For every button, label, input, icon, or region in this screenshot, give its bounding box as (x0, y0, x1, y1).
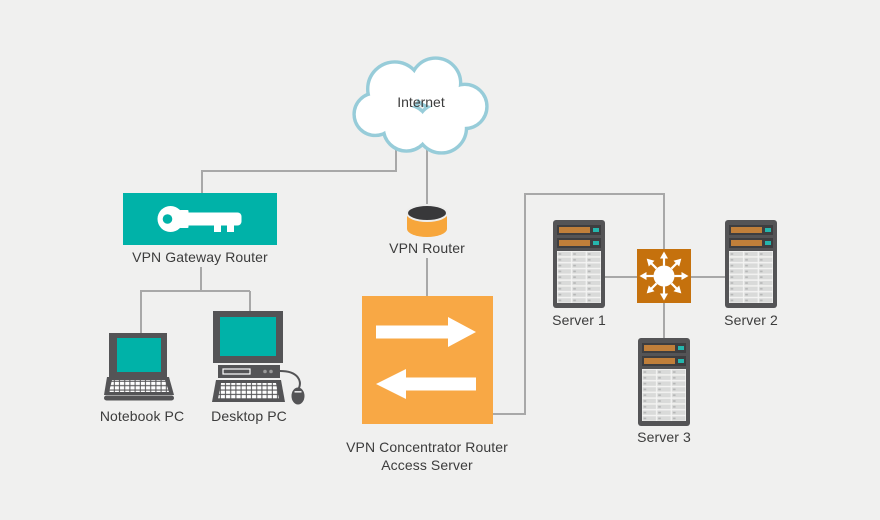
notebook-icon (104, 333, 174, 401)
wire-concentrator-to-switch (493, 193, 665, 415)
router-cylinder-icon (406, 204, 448, 237)
server-icon (553, 220, 605, 308)
server3-label: Server 3 (637, 429, 691, 445)
server1-label: Server 1 (552, 312, 606, 328)
vpn-router-node (405, 203, 449, 239)
concentrator-label-line2: Access Server (381, 457, 473, 473)
internet-node: Internet (348, 50, 494, 162)
desktop-pc-node (210, 311, 306, 405)
internet-label: Internet (397, 94, 445, 110)
server1-node (553, 220, 605, 308)
concentrator-label-line1: VPN Concentrator Router (346, 439, 508, 455)
server-icon (725, 220, 777, 308)
vpn-gateway-label: VPN Gateway Router (132, 249, 268, 265)
server3-node (638, 338, 690, 426)
concentrator-label: VPN Concentrator Router Access Server (346, 438, 508, 474)
vpn-router-label: VPN Router (389, 240, 465, 256)
wire-gateway-to-pcs (140, 267, 251, 335)
notebook-pc-node (104, 333, 176, 403)
notebook-pc-label: Notebook PC (99, 408, 185, 424)
vpn-concentrator-node (362, 296, 493, 424)
key-icon (157, 206, 242, 232)
switch-node (637, 249, 691, 303)
desktop-icon (212, 311, 305, 405)
cloud-icon (352, 56, 489, 155)
bidirectional-arrows-icon (376, 317, 476, 399)
switch-hub-icon (637, 249, 691, 303)
vpn-gateway-router-node (123, 193, 277, 245)
desktop-pc-label: Desktop PC (211, 408, 287, 424)
server-icon (638, 338, 690, 426)
server2-label: Server 2 (724, 312, 778, 328)
wire-internet-to-gateway (201, 140, 397, 195)
server2-node (725, 220, 777, 308)
